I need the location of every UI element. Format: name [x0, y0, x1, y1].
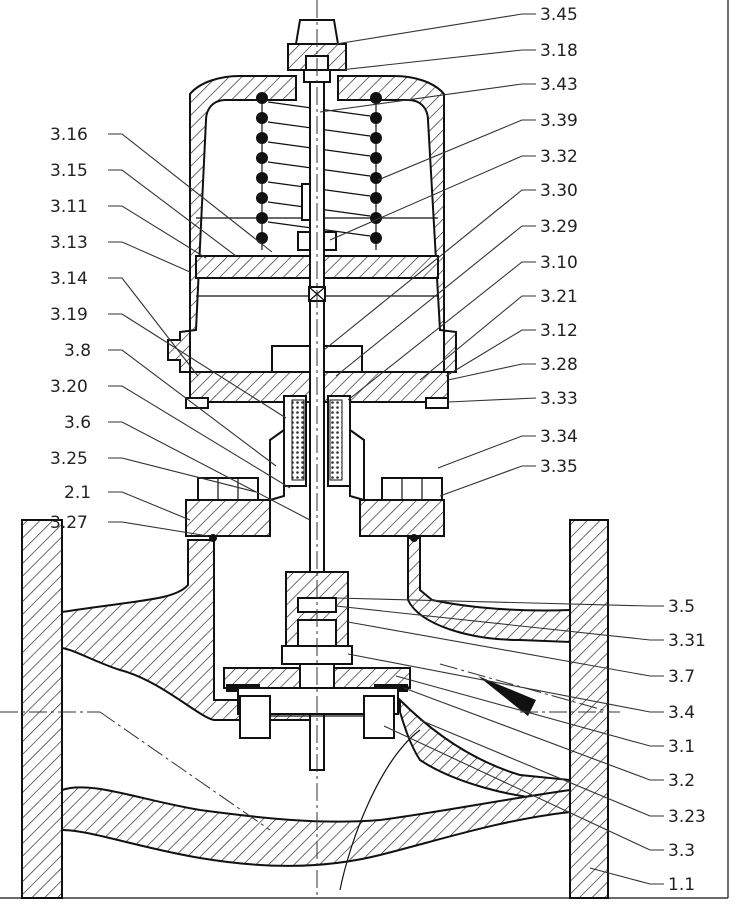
label-3-1: 3.1: [668, 737, 695, 757]
label-3-30: 3.30: [540, 181, 578, 201]
label-3-7: 3.7: [668, 667, 695, 687]
label-3-8: 3.8: [64, 341, 91, 361]
label-3-28: 3.28: [540, 355, 578, 375]
label-1-1: 1.1: [668, 875, 695, 895]
label-3-3: 3.3: [668, 841, 695, 861]
label-3-35: 3.35: [540, 457, 578, 477]
label-3-29: 3.29: [540, 217, 578, 237]
label-3-13: 3.13: [50, 233, 88, 253]
label-2-1: 2.1: [64, 483, 91, 503]
label-3-14: 3.14: [50, 269, 88, 289]
label-3-25: 3.25: [50, 449, 88, 469]
label-3-45: 3.45: [540, 5, 578, 25]
label-3-12: 3.12: [540, 321, 578, 341]
label-3-4: 3.4: [668, 703, 695, 723]
left-callouts: 3.16 3.15 3.11 3.13 3.14 3.19 3.8 3.20 3…: [50, 125, 311, 537]
label-3-18: 3.18: [540, 41, 578, 61]
label-3-11: 3.11: [50, 197, 88, 217]
bonnet-flange: [185, 477, 445, 542]
flow-direction-arrow: [478, 676, 536, 716]
label-3-20: 3.20: [50, 377, 88, 397]
right-callouts: 3.45 3.18 3.43 3.39 3.32 3.30 3.29 3.10 …: [319, 5, 706, 895]
label-3-10: 3.10: [540, 253, 578, 273]
label-3-2: 3.2: [668, 771, 695, 791]
valve-body: [21, 519, 609, 899]
label-3-5: 3.5: [668, 597, 695, 617]
label-3-43: 3.43: [540, 75, 578, 95]
label-3-23: 3.23: [668, 807, 706, 827]
label-3-21: 3.21: [540, 287, 578, 307]
label-3-6: 3.6: [64, 413, 91, 433]
label-3-39: 3.39: [540, 111, 578, 131]
flow-path-axis: [99, 711, 271, 831]
label-3-32: 3.32: [540, 147, 578, 167]
label-3-27: 3.27: [50, 513, 88, 533]
label-3-33: 3.33: [540, 389, 578, 409]
label-3-15: 3.15: [50, 161, 88, 181]
label-3-19: 3.19: [50, 305, 88, 325]
top-fitting: [287, 19, 347, 83]
label-3-31: 3.31: [668, 631, 706, 651]
label-3-34: 3.34: [540, 427, 578, 447]
label-3-16: 3.16: [50, 125, 88, 145]
